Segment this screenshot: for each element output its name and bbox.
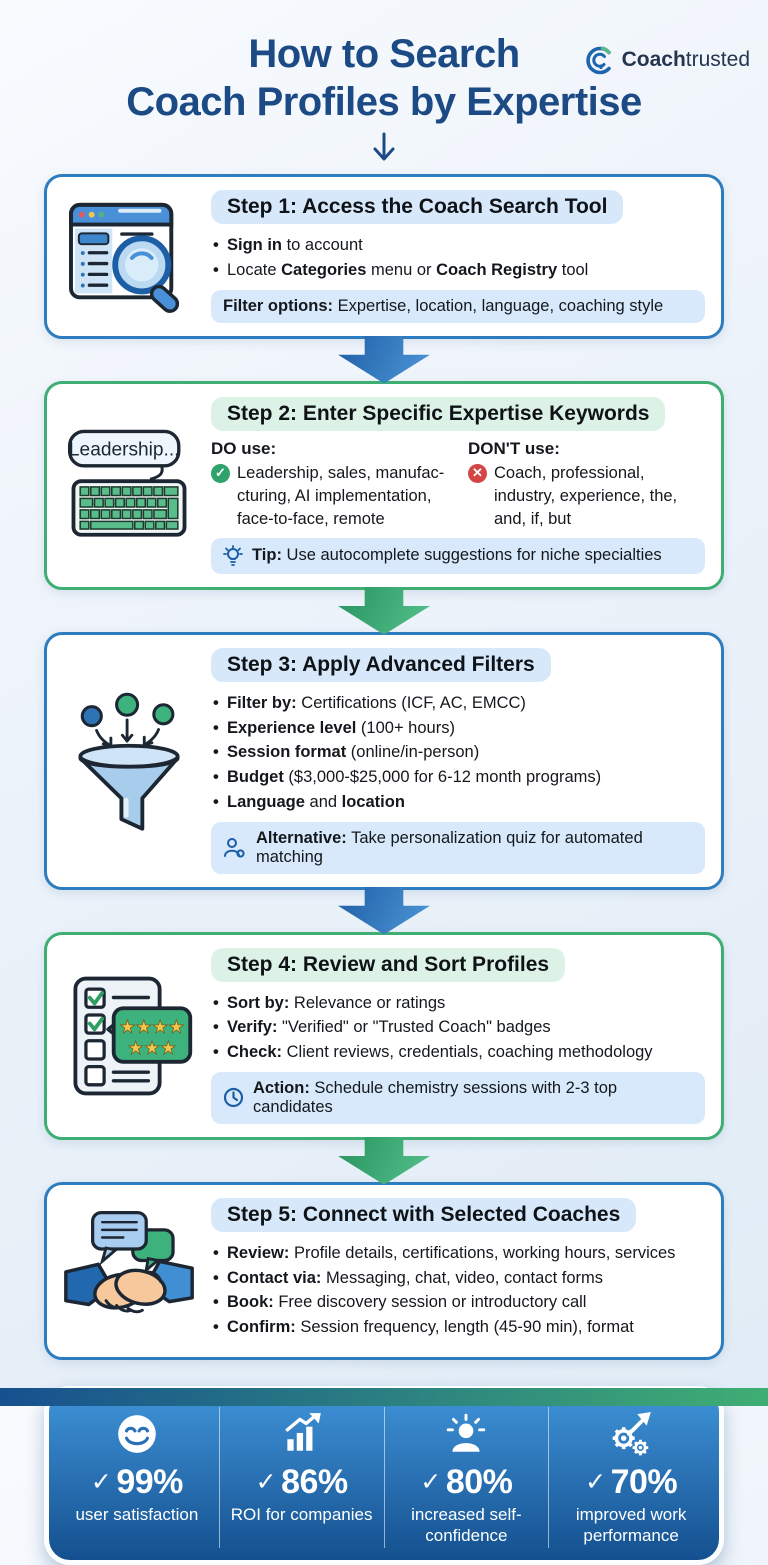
growth-chart-icon bbox=[285, 1412, 321, 1451]
bullet-item: Sort by: Relevance or ratings bbox=[211, 991, 705, 1016]
bullet-item: Language and location bbox=[211, 790, 705, 815]
svg-text:★★★: ★★★ bbox=[128, 1038, 177, 1059]
check-circle-icon: ✓ bbox=[211, 463, 230, 483]
bullet-item: Review: Profile details, certifications,… bbox=[211, 1241, 705, 1266]
confident-person-icon bbox=[447, 1413, 486, 1452]
step-5-bullets: Review: Profile details, certifications,… bbox=[211, 1241, 705, 1340]
step-4-action-callout: Action: Schedule chemistry sessions with… bbox=[211, 1071, 705, 1124]
step-4-card: ★★★★ ★★★ Step 4: Review and Sort Profile… bbox=[44, 931, 724, 1140]
do-use-header: DO use: bbox=[211, 438, 277, 458]
step-1-bullets: Sign in to account Locate Categories men… bbox=[211, 233, 705, 283]
dont-use-column: DON'T use: ✕ Coach, professional, indust… bbox=[468, 439, 705, 531]
bullet-item: Check: Client reviews, credentials, coac… bbox=[211, 1040, 705, 1065]
handshake-icon bbox=[64, 1210, 194, 1313]
stats-bar: ✓99% user satisfaction ✓86% ROI for comp… bbox=[44, 1385, 724, 1565]
typed-keyword-label: Leadership... bbox=[69, 439, 180, 460]
step-1-title: Step 1: Access the Coach Search Tool bbox=[211, 190, 624, 224]
flow-arrow-green-icon bbox=[338, 1136, 430, 1185]
step-3-alternative-callout: Alternative: Take personalization quiz f… bbox=[211, 821, 705, 874]
gears-arrow-icon bbox=[612, 1411, 651, 1456]
do-use-column: DO use: ✓ Leadership, sales, manufac-ctu… bbox=[211, 439, 448, 531]
step-1-filter-options-callout: Filter options: Expertise, location, lan… bbox=[211, 289, 705, 323]
bullet-item: Sign in to account bbox=[211, 233, 705, 258]
dont-use-header: DON'T use: bbox=[468, 438, 560, 458]
check-icon: ✓ bbox=[90, 1467, 112, 1496]
do-use-keywords: Leadership, sales, manufac-cturing, AI i… bbox=[237, 463, 445, 528]
bullet-item: Confirm: Session frequency, length (45-9… bbox=[211, 1315, 705, 1340]
footer-gradient-bar bbox=[0, 1388, 768, 1406]
bullet-item: Contact via: Messaging, chat, video, con… bbox=[211, 1266, 705, 1291]
step-1-card: Step 1: Access the Coach Search Tool Sig… bbox=[44, 174, 724, 339]
bullet-item: Experience level (100+ hours) bbox=[211, 716, 705, 741]
flow-arrow-blue-icon bbox=[338, 886, 430, 935]
check-icon: ✓ bbox=[420, 1467, 441, 1496]
step-4-bullets: Sort by: Relevance or ratings Verify: "V… bbox=[211, 991, 705, 1065]
step-2-title: Step 2: Enter Specific Expertise Keyword… bbox=[211, 396, 666, 431]
svg-text:★★★★: ★★★★ bbox=[119, 1017, 184, 1038]
down-arrow-icon bbox=[373, 132, 395, 161]
step-5-title: Step 5: Connect with Selected Coaches bbox=[211, 1197, 637, 1232]
stat-user-satisfaction: ✓99% user satisfaction bbox=[55, 1407, 219, 1549]
step-2-icon-zone: Leadership... bbox=[47, 424, 211, 546]
bullet-item: Filter by: Certifications (ICF, AC, EMCC… bbox=[211, 691, 705, 716]
step-2-card: Leadership... Step 2: Enter Specific Exp… bbox=[44, 380, 724, 590]
step-4-icon-zone: ★★★★ ★★★ bbox=[47, 973, 211, 1099]
step-3-card: Step 3: Apply Advanced Filters Filter by… bbox=[44, 631, 724, 890]
brand-logo: Coachtrusted bbox=[584, 44, 750, 76]
bullet-item: Verify: "Verified" or "Trusted Coach" ba… bbox=[211, 1015, 705, 1040]
clock-icon bbox=[223, 1088, 244, 1108]
flow-arrow-green-icon bbox=[338, 586, 430, 635]
dont-use-keywords: Coach, professional, industry, experienc… bbox=[494, 463, 678, 528]
funnel-icon bbox=[78, 692, 180, 831]
quiz-person-icon bbox=[224, 837, 245, 858]
cross-circle-icon: ✕ bbox=[468, 463, 487, 483]
bullet-item: Session format (online/in-person) bbox=[211, 740, 705, 765]
step-4-title: Step 4: Review and Sort Profiles bbox=[211, 947, 566, 982]
page-title: How to Search Coach Profiles by Expertis… bbox=[126, 32, 642, 124]
bullet-item: Budget ($3,000-$25,000 for 6-12 month pr… bbox=[211, 765, 705, 790]
bullet-item: Locate Categories menu or Coach Registry… bbox=[211, 258, 705, 283]
step-3-title: Step 3: Apply Advanced Filters bbox=[211, 647, 551, 682]
step-3-icon-zone bbox=[47, 686, 211, 836]
stat-work-performance: ✓70% improved work performance bbox=[548, 1406, 713, 1549]
check-icon: ✓ bbox=[255, 1467, 277, 1496]
step-5-icon-zone bbox=[47, 1208, 211, 1334]
browser-search-icon bbox=[69, 203, 180, 314]
check-icon: ✓ bbox=[585, 1467, 606, 1496]
lightbulb-icon bbox=[223, 544, 243, 566]
keyboard-icon: Leadership... bbox=[67, 429, 187, 537]
brand-logo-icon bbox=[585, 46, 611, 75]
step-2-tip-callout: Tip: Use autocomplete suggestions for ni… bbox=[211, 537, 705, 574]
step-1-icon-zone bbox=[47, 197, 211, 315]
flow-arrow-blue-icon bbox=[338, 335, 430, 384]
checklist-stars-icon: ★★★★ ★★★ bbox=[73, 976, 193, 1095]
brand-name: Coachtrusted bbox=[621, 48, 750, 71]
stat-self-confidence: ✓80% increased self-confidence bbox=[383, 1406, 549, 1549]
step-5-card: Step 5: Connect with Selected Coaches Re… bbox=[44, 1181, 724, 1360]
bullet-item: Book: Free discovery session or introduc… bbox=[211, 1290, 705, 1315]
smiley-face-icon bbox=[118, 1414, 156, 1453]
step-3-bullets: Filter by: Certifications (ICF, AC, EMCC… bbox=[211, 691, 705, 815]
stat-roi: ✓86% ROI for companies bbox=[218, 1406, 384, 1549]
